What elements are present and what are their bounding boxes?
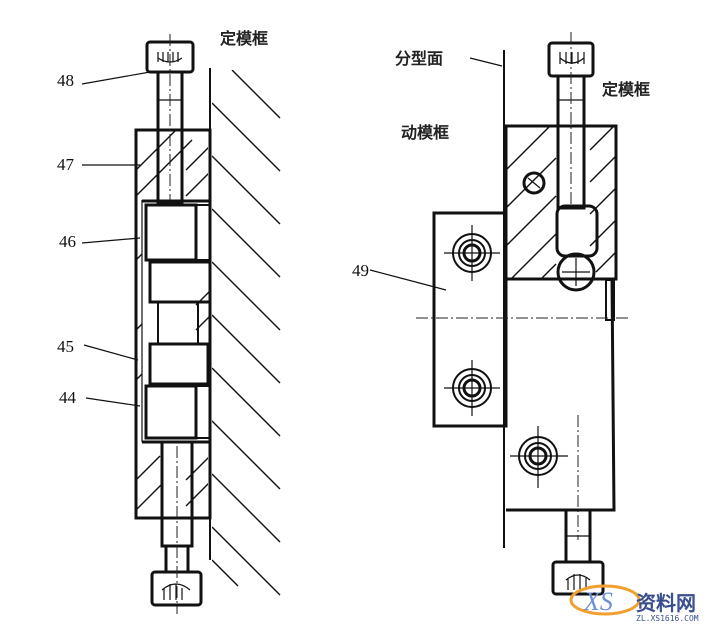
watermark-url: ZL.XS1616.COM [636,614,699,623]
fixed-plate-hatching [212,70,281,596]
fixed-plate-label-right: 定模框 [601,80,650,99]
callout-45: 45 [57,337,74,356]
part-49-plate [432,211,508,428]
part-44-elastomer [144,384,198,440]
fixed-plate-label: 定模框 [219,29,268,48]
callout-46: 46 [59,232,76,251]
part-45-block [148,342,210,386]
watermark-brand: 资料网 [636,591,696,615]
spacer-middle [157,301,199,345]
moving-plate-label: 动模框 [401,123,449,142]
callout-44: 44 [59,388,77,407]
part-46-elastomer [144,203,198,262]
moving-block [506,277,616,512]
callout-48: 48 [57,71,74,90]
callout-47: 47 [57,155,75,174]
right-bottom-bolt-head [551,560,605,596]
parting-surface-label: 分型面 [395,49,443,68]
watermark: XS 资料网 ZL.XS1616.COM [569,584,699,623]
watermark-logo: XS [583,587,613,616]
part-47-housing [134,128,212,520]
locking-ball [556,252,596,292]
housing-screw [522,171,546,195]
left-view: 定模框 48 47 46 45 44 [57,29,281,614]
right-elastomer [555,204,599,258]
watermark-logo-swoosh-icon [569,584,641,616]
screw-upper [444,225,500,281]
screw-lower [444,360,500,416]
spacer-upper [148,260,212,304]
callout-49: 49 [352,261,369,280]
right-view: 分型面 动模框 定模框 [352,32,650,596]
screw-block [510,426,568,488]
